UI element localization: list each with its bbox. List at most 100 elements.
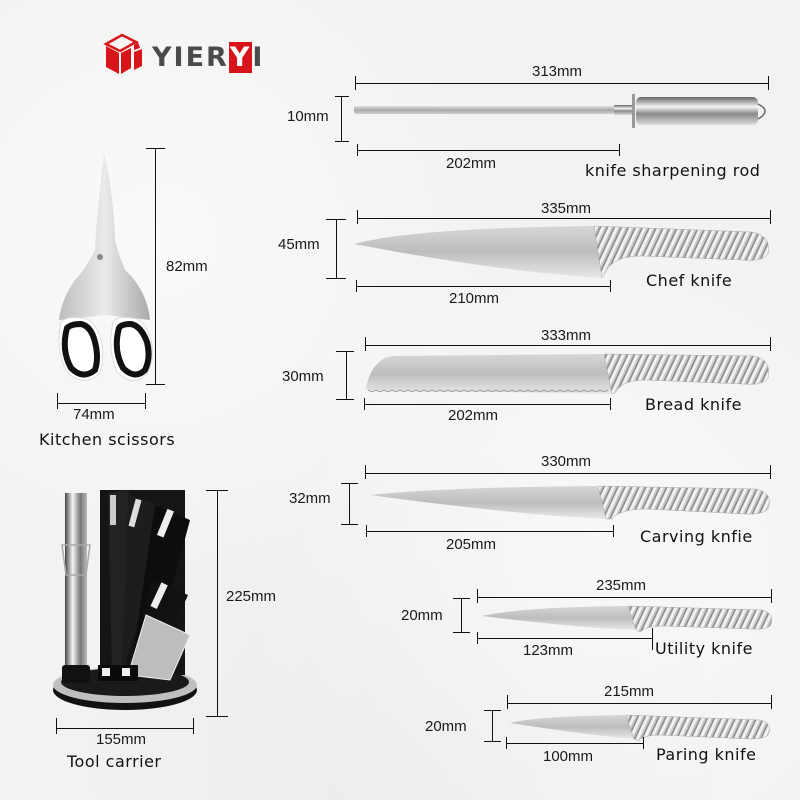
total-length-line: [365, 473, 770, 474]
tick: [356, 280, 357, 292]
bread-knife-image: [366, 353, 769, 395]
total-length-line: [507, 703, 771, 704]
tick: [453, 632, 470, 633]
utility-knife-image: [482, 605, 772, 633]
tick: [145, 393, 146, 409]
blade-length-label: 210mm: [449, 290, 500, 307]
tick: [652, 628, 653, 650]
tick: [364, 398, 365, 410]
blade-length-label: 123mm: [523, 642, 574, 659]
height-line: [155, 148, 156, 384]
height-label: 82mm: [166, 258, 208, 275]
tick: [610, 398, 611, 410]
tick: [56, 718, 57, 734]
tick: [336, 399, 354, 400]
width-line: [57, 403, 145, 404]
total-length-label: 313mm: [532, 63, 583, 80]
width-line: [336, 219, 337, 279]
tick: [341, 524, 358, 525]
tick: [771, 695, 772, 709]
tick: [484, 710, 501, 711]
item-name: knife sharpening rod: [585, 161, 761, 180]
item-name: Carving knfie: [640, 527, 753, 546]
width-label: 20mm: [425, 718, 467, 735]
carving-knife-image: [370, 485, 770, 520]
blade-length-line: [366, 531, 613, 532]
total-length-label: 215mm: [604, 683, 655, 700]
tick: [643, 737, 644, 749]
tick: [610, 280, 611, 292]
tick: [335, 96, 349, 97]
total-length-label: 235mm: [596, 577, 647, 594]
tick: [453, 598, 470, 599]
kitchen-scissors-image: [58, 153, 153, 381]
sharpening-rod-image: [354, 94, 766, 128]
width-line: [346, 351, 347, 400]
blade-length-line: [364, 404, 610, 405]
width-line: [461, 598, 462, 633]
tick: [146, 384, 165, 385]
width-line: [56, 728, 193, 729]
blade-length-label: 205mm: [446, 536, 497, 553]
brand-wordmark: YIERYI: [152, 42, 264, 73]
tick: [619, 144, 620, 156]
total-length-line: [365, 345, 770, 346]
blade-length-line: [477, 638, 652, 639]
tick: [57, 393, 58, 409]
item-name: Chef knife: [646, 271, 733, 290]
chef-knife-image: [354, 225, 769, 279]
tick: [770, 337, 771, 351]
width-label: 20mm: [401, 607, 443, 624]
item-name: Kitchen scissors: [39, 430, 176, 449]
item-name: Tool carrier: [67, 752, 162, 771]
width-line: [492, 710, 493, 741]
tick: [477, 589, 478, 603]
total-length-line: [355, 83, 768, 84]
tick: [357, 210, 358, 224]
tick: [365, 465, 366, 479]
total-length-label: 333mm: [541, 327, 592, 344]
item-name: Bread knife: [645, 395, 742, 414]
tick: [770, 465, 771, 479]
blade-length-line: [356, 286, 610, 287]
width-label: 74mm: [73, 406, 115, 423]
tick: [146, 148, 165, 149]
total-length-label: 335mm: [541, 200, 592, 217]
tick: [768, 76, 769, 90]
width-line: [349, 483, 350, 524]
total-length-line: [357, 218, 770, 219]
tick: [326, 278, 346, 279]
tick: [206, 490, 228, 491]
wordmark-part3: I: [252, 42, 265, 73]
blade-length-line: [357, 150, 619, 151]
tick: [341, 483, 358, 484]
paring-knife-image: [510, 714, 770, 742]
tick: [477, 632, 478, 644]
tick: [193, 718, 194, 734]
item-name: Paring knife: [656, 745, 757, 764]
wordmark-part2: Y: [228, 42, 253, 73]
width-line: [341, 96, 342, 142]
tick: [771, 589, 772, 603]
total-length-line: [477, 597, 771, 598]
tick: [357, 144, 358, 156]
width-label: 30mm: [282, 368, 324, 385]
tick: [365, 337, 366, 351]
total-length-label: 330mm: [541, 453, 592, 470]
tick: [613, 525, 614, 537]
blade-length-label: 202mm: [448, 407, 499, 424]
width-label: 45mm: [278, 236, 320, 253]
height-label: 225mm: [226, 588, 277, 605]
width-label: 32mm: [289, 490, 331, 507]
tool-carrier-image: [53, 490, 197, 710]
blade-length-label: 100mm: [543, 748, 594, 765]
tick: [506, 737, 507, 749]
height-line: [217, 490, 218, 717]
width-label: 10mm: [287, 108, 329, 125]
cube-logo-icon: [103, 33, 142, 74]
tick: [335, 141, 349, 142]
blade-length-label: 202mm: [446, 155, 497, 172]
tick: [484, 741, 501, 742]
tick: [366, 525, 367, 537]
tick: [770, 210, 771, 224]
